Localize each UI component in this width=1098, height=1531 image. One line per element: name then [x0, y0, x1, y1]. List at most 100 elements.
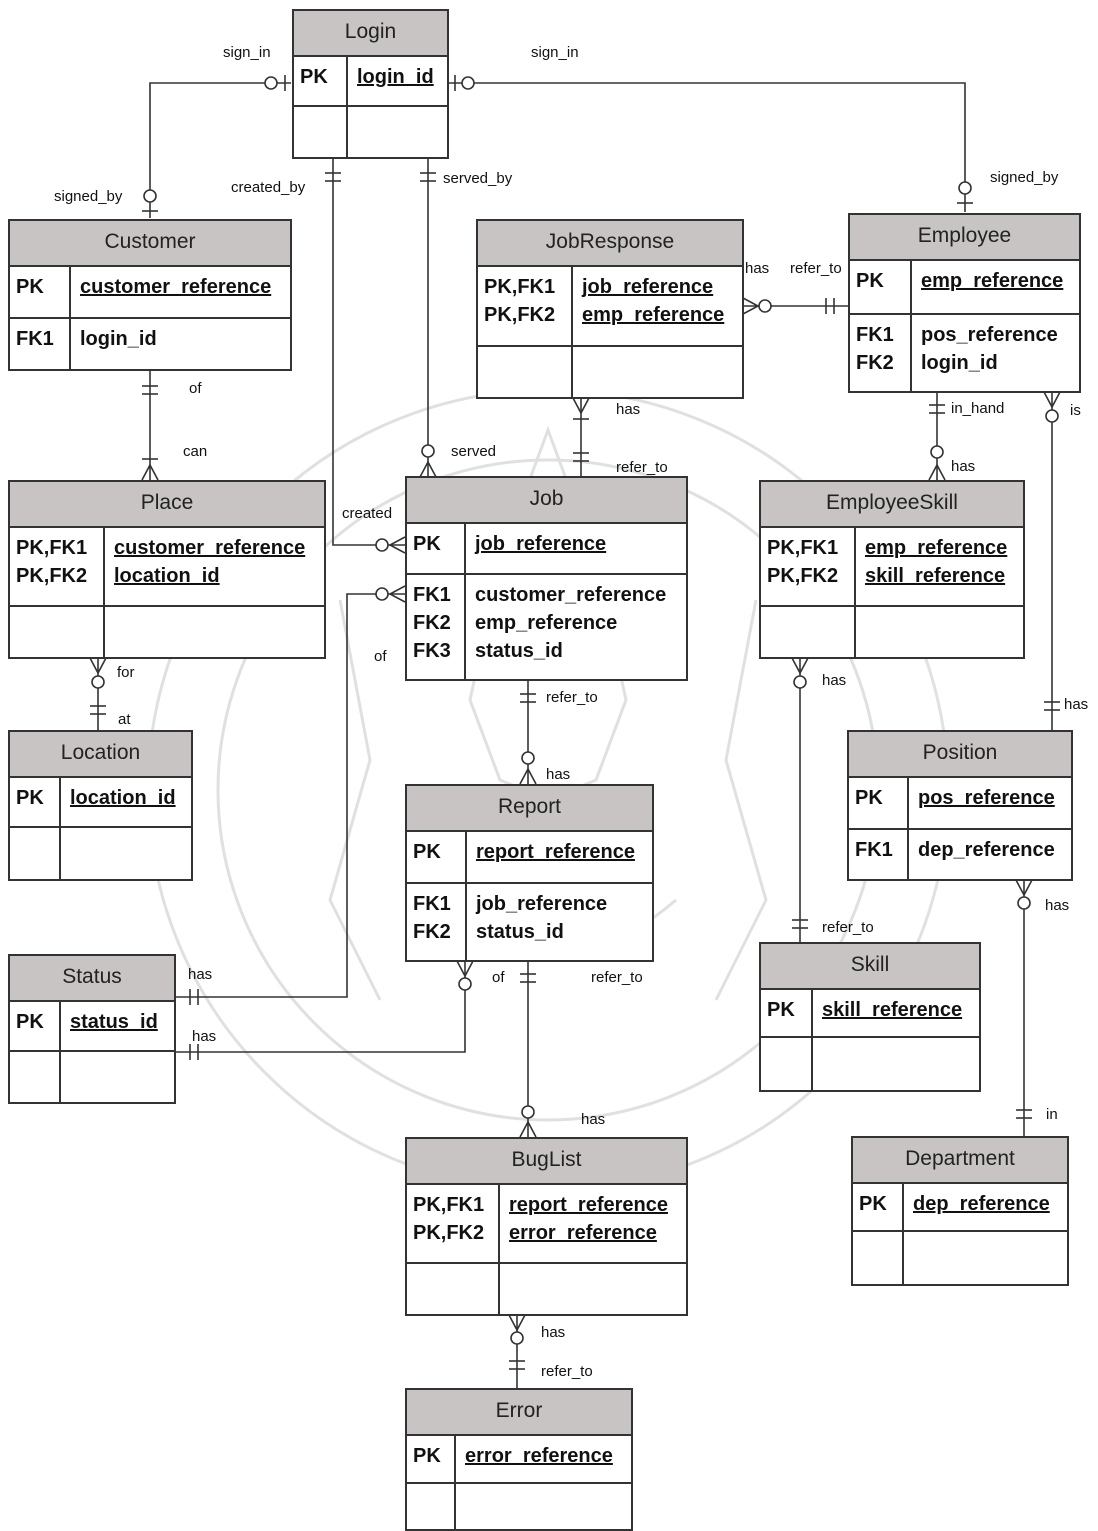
key-column — [407, 1264, 500, 1314]
label-customer-signed-by: signed_by — [54, 189, 122, 205]
entity-title: Job — [407, 478, 686, 524]
primary-key-section: PK,FK1PK,FK2customer_referencelocation_i… — [10, 528, 324, 607]
zero-marker — [511, 1332, 523, 1344]
entity-title: Place — [10, 482, 324, 528]
field-name: status_id — [70, 1008, 168, 1036]
label-report-has: has — [546, 767, 570, 783]
zero-marker — [522, 1106, 534, 1118]
field-column — [61, 1052, 174, 1102]
zero-marker — [522, 752, 534, 764]
key-label: PK,FK1 — [413, 1191, 492, 1219]
key-column — [407, 1484, 456, 1529]
label-jobresponse-has-job: has — [616, 402, 640, 418]
key-column: PK — [10, 778, 61, 826]
field-column: pos_reference — [909, 778, 1071, 828]
primary-key-section: PKlogin_id — [294, 57, 447, 107]
key-label: FK1 — [413, 581, 458, 609]
key-column: PK — [761, 990, 813, 1036]
label-report-buglist-refer-to: refer_to — [591, 970, 643, 986]
field-name: emp_reference — [921, 267, 1073, 295]
key-column: PK — [853, 1184, 904, 1230]
field-name: dep_reference — [918, 836, 1065, 864]
field-name: location_id — [70, 784, 185, 812]
key-column: PK — [407, 524, 466, 573]
label-job-report-refer-to: refer_to — [546, 690, 598, 706]
entity-title: Error — [407, 1390, 631, 1436]
zero-marker — [959, 182, 971, 194]
key-label: PK,FK2 — [767, 562, 848, 590]
key-label: PK — [855, 784, 901, 812]
label-employee-refer-to: refer_to — [790, 261, 842, 277]
label-customer-of: of — [189, 381, 202, 397]
attribute-section: FK1login_id — [10, 319, 290, 369]
label-place-can: can — [183, 444, 207, 460]
field-column: location_id — [61, 778, 191, 826]
field-name: status_id — [476, 918, 646, 946]
label-job-of-status: of — [374, 649, 387, 665]
field-name: pos_reference — [918, 784, 1065, 812]
field-column — [500, 1264, 686, 1314]
label-buglist-has: has — [581, 1112, 605, 1128]
key-column — [10, 828, 61, 879]
entity-title: Customer — [10, 221, 290, 267]
key-label: PK — [767, 996, 805, 1024]
label-skill-refer-to: refer_to — [822, 920, 874, 936]
label-created-by: created_by — [231, 180, 305, 196]
key-column: PK,FK1PK,FK2 — [10, 528, 105, 605]
key-label: FK1 — [855, 836, 901, 864]
zero-marker — [265, 77, 277, 89]
entity-title: BugList — [407, 1139, 686, 1185]
field-column: status_id — [61, 1002, 174, 1050]
field-name: customer_reference — [80, 273, 284, 301]
field-column: dep_reference — [904, 1184, 1067, 1230]
label-login-employee: sign_in — [531, 45, 579, 61]
field-name: login_id — [921, 349, 1073, 377]
key-label: PK — [413, 838, 459, 866]
label-job-served: served — [451, 444, 496, 460]
field-name: customer_reference — [114, 534, 318, 562]
label-served-by: served_by — [443, 171, 512, 187]
entity-title: Login — [294, 11, 447, 57]
key-label: PK,FK1 — [16, 534, 97, 562]
key-column — [478, 347, 573, 397]
zero-marker — [92, 676, 104, 688]
field-column — [813, 1038, 979, 1090]
key-column: PK — [294, 57, 348, 105]
entity-title: Report — [407, 786, 652, 832]
primary-key-section: PK location_id — [10, 778, 191, 828]
field-column: dep_reference — [909, 830, 1071, 879]
label-place-for: for — [117, 665, 135, 681]
field-name: emp_reference — [475, 609, 680, 637]
zero-marker — [1046, 410, 1058, 422]
key-column — [761, 607, 856, 657]
field-name: login_id — [80, 325, 284, 353]
field-name: job_reference — [582, 273, 736, 301]
attribute-section — [10, 1052, 174, 1102]
field-name: error_reference — [509, 1219, 680, 1247]
attribute-section — [853, 1232, 1067, 1284]
key-label: FK3 — [413, 637, 458, 665]
zero-marker — [794, 676, 806, 688]
field-column: emp_reference — [912, 261, 1079, 313]
field-name: report_reference — [509, 1191, 680, 1219]
label-employee-in-hand: in_hand — [951, 401, 1004, 417]
